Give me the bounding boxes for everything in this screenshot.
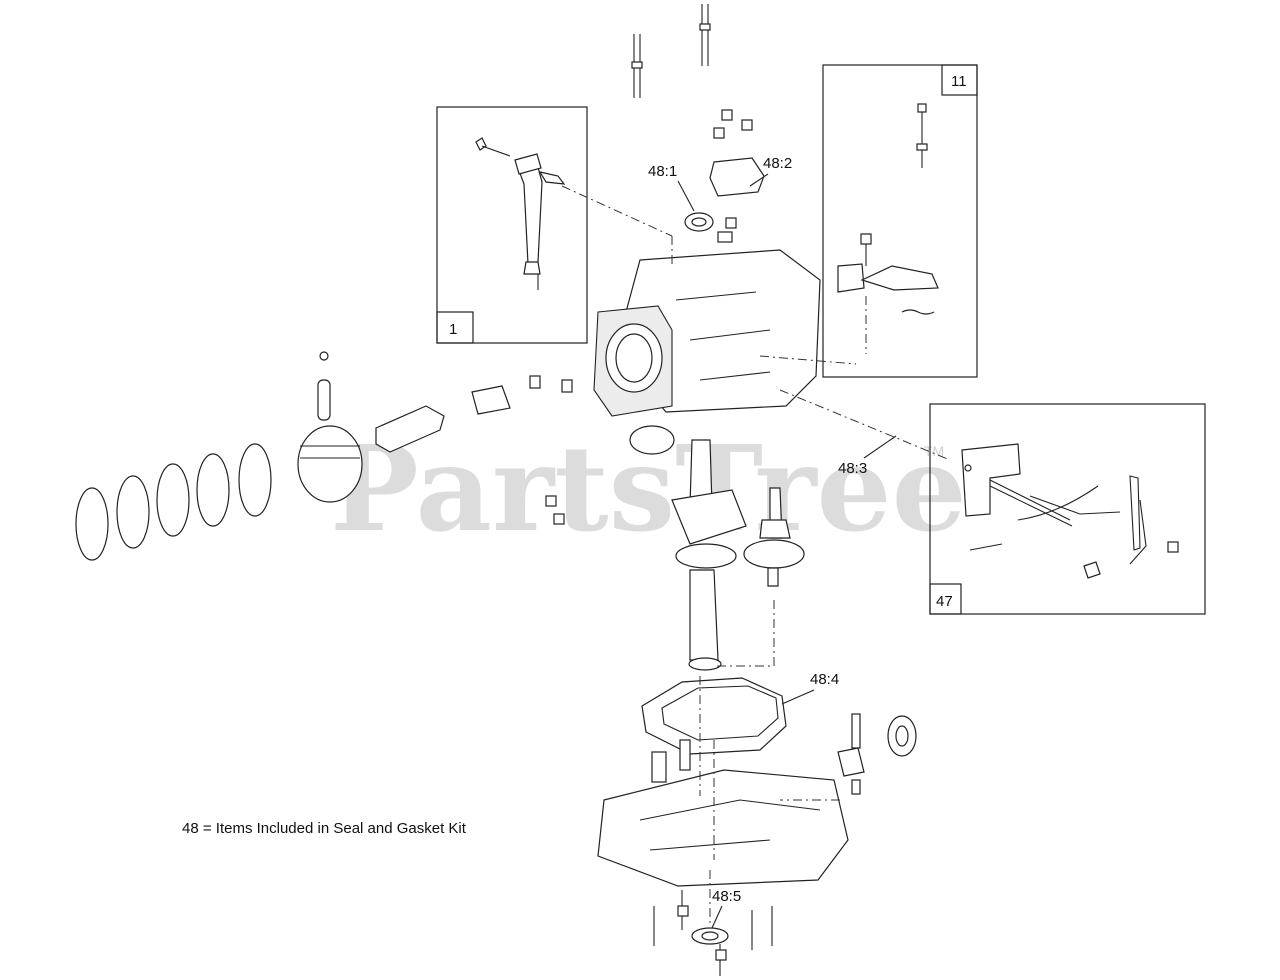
leader-48-2 — [749, 173, 769, 187]
bottom-bolts — [653, 890, 773, 976]
crankcase-cover-part — [597, 739, 849, 887]
leader-48-3 — [863, 435, 897, 459]
box-47-number: 47 — [936, 593, 953, 610]
piston-part — [297, 351, 363, 503]
governor-control-parts — [837, 103, 939, 354]
inset-box-47: 47 — [929, 403, 1206, 615]
box-11-number: 11 — [951, 73, 967, 90]
inset-box-11: 11 — [822, 64, 978, 378]
callout-48-4: 48:4 — [810, 671, 839, 688]
dipstick-tube-part — [475, 137, 566, 290]
callout-48-3: 48:3 — [838, 460, 867, 477]
camshaft-part — [743, 487, 805, 587]
valve-cover-gasket-part — [709, 157, 765, 197]
throttle-linkage-parts — [961, 443, 1179, 579]
leader-48-5 — [711, 905, 723, 929]
valve-cover-fasteners — [713, 109, 753, 243]
box-1-number: 1 — [449, 321, 457, 338]
connecting-rod-part — [375, 375, 573, 453]
piston-rings-set — [75, 443, 272, 561]
crankcase-gasket-part — [641, 677, 787, 755]
callout-48-2: 48:2 — [763, 155, 792, 172]
crankshaft-part — [629, 425, 747, 671]
kit-note: 48 = Items Included in Seal and Gasket K… — [182, 820, 466, 837]
top-head-bolts — [631, 4, 711, 98]
leader-48-4 — [781, 689, 815, 705]
leader-48-1 — [677, 180, 695, 212]
engine-block-part — [593, 249, 821, 417]
small-fastener-part — [545, 495, 557, 507]
governor-gear-part — [837, 713, 917, 795]
callout-48-5: 48:5 — [712, 888, 741, 905]
inset-box-1: 1 — [436, 106, 588, 344]
callout-48-1: 48:1 — [648, 163, 677, 180]
alignment-lines — [561, 185, 951, 926]
